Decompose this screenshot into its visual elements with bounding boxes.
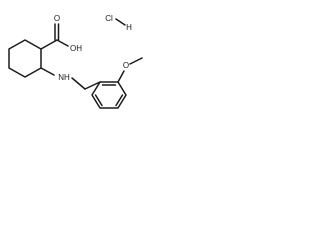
diagram-canvas: Cl H O OH NH O xyxy=(0,0,150,111)
bond-ring-methoxy-o xyxy=(117,70,125,83)
bond-n-ch2 xyxy=(71,77,86,90)
bond-o-methyl xyxy=(129,57,143,65)
benzene-double-bond-2 xyxy=(115,94,124,107)
bond-ch2-benzene xyxy=(84,81,101,90)
bond-c-oh xyxy=(56,39,69,47)
benzene-double-bond-3 xyxy=(94,94,103,107)
bond-h-cl xyxy=(115,18,126,26)
bond-ring-carboxyl xyxy=(40,39,58,50)
cyclohexane-ring xyxy=(8,39,42,78)
atom-cl: Cl xyxy=(105,14,113,23)
bond-ring-n xyxy=(40,67,55,76)
atom-amine: NH xyxy=(58,73,70,82)
atom-methoxy-o: O xyxy=(123,61,129,70)
atom-hydroxyl: OH xyxy=(70,44,82,53)
atom-h: H xyxy=(126,23,132,32)
molecule-structure: Cl H O OH NH O xyxy=(8,14,143,109)
atom-carbonyl-o: O xyxy=(54,14,60,23)
benzene-ring xyxy=(91,81,127,109)
